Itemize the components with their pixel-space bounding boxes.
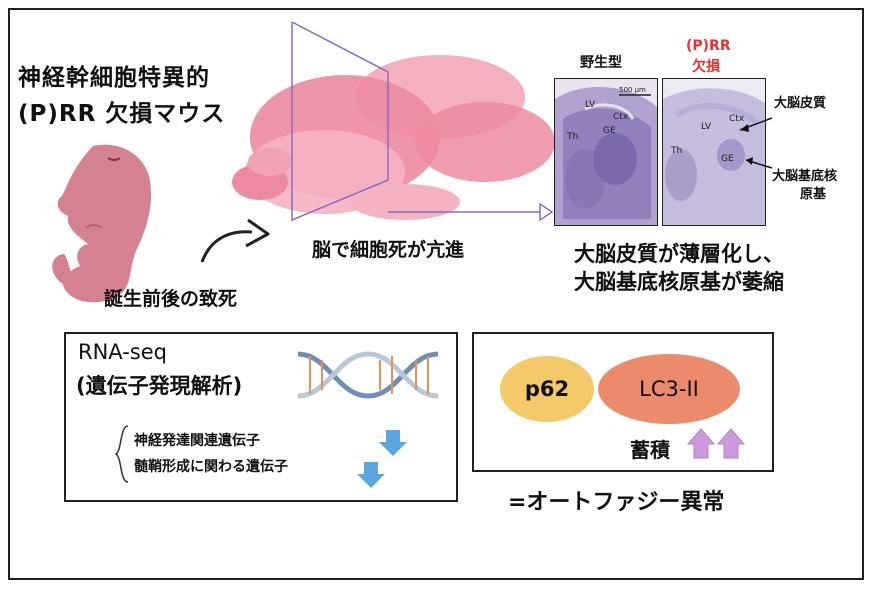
brain-illustration <box>232 22 555 222</box>
svg-text:Ctx: Ctx <box>729 114 745 124</box>
dna-helix-icon <box>298 351 438 399</box>
svg-text:Ctx: Ctx <box>613 112 629 122</box>
mouse-embryo-illustration <box>52 144 152 303</box>
knockout-section-panel: LV Ctx Th GE <box>662 78 766 226</box>
p62-marker: p62 <box>500 356 594 422</box>
brain-cell-death-label: 脳で細胞死が亢進 <box>312 239 465 261</box>
gene-item-myelin: 髄鞘形成に関わる遺伝子 <box>134 459 288 475</box>
svg-text:LV: LV <box>701 122 712 132</box>
title-line1: 神経幹細胞特異的 <box>18 65 210 91</box>
curved-arrow-icon <box>200 218 270 263</box>
figure-frame <box>8 8 864 580</box>
rnaseq-box: RNA-seq (遺伝子発現解析) 神経発達関連遺伝子 髄鞘形成に関わる遺伝子 <box>64 332 458 502</box>
down-arrow-icon <box>357 462 385 488</box>
cortex-annotation: 大脳皮質 <box>774 96 827 111</box>
ge-annotation-line1: 大脳基底核 <box>772 169 838 184</box>
accumulation-label: 蓄積 <box>630 438 670 462</box>
wild-type-section-panel: 500 μm LV Ctx Th GE <box>554 78 658 226</box>
svg-text:GE: GE <box>603 126 616 136</box>
gene-list-brace <box>114 425 129 483</box>
up-arrows-icon <box>686 428 746 459</box>
knockout-tissue-image: LV Ctx Th GE <box>663 79 765 225</box>
ge-annotation-line2: 原基 <box>800 187 827 202</box>
annotation-arrows <box>739 117 773 169</box>
histology-summary-line2: 大脳基底核原基が萎縮 <box>574 270 784 294</box>
autophagy-conclusion: =オートファジー異常 <box>508 490 725 515</box>
svg-text:LV: LV <box>585 100 596 110</box>
rnaseq-title: RNA-seq <box>78 340 167 364</box>
svg-text:Th: Th <box>670 146 682 156</box>
histology-summary-line1: 大脳皮質が薄層化し、 <box>574 242 784 266</box>
wild-type-label: 野生型 <box>580 55 622 71</box>
title-line2: (P)RR 欠損マウス <box>18 101 226 127</box>
knockout-label-line2: 欠損 <box>692 59 720 75</box>
wild-type-tissue-image: 500 μm LV Ctx Th GE <box>555 79 657 225</box>
autophagy-box: p62 LC3-II 蓄積 <box>472 332 774 472</box>
gene-item-neuro: 神経発達関連遺伝子 <box>134 433 260 449</box>
knockout-label-line1: (P)RR <box>686 38 731 54</box>
rnaseq-subtitle: (遺伝子発現解析) <box>76 374 243 398</box>
svg-text:Th: Th <box>566 132 578 142</box>
scale-bar-label: 500 μm <box>619 86 646 94</box>
birth-death-label: 誕生前後の致死 <box>104 288 238 310</box>
lc3-marker: LC3-II <box>598 354 740 424</box>
down-arrow-icon <box>379 430 407 456</box>
svg-text:GE: GE <box>721 154 734 164</box>
